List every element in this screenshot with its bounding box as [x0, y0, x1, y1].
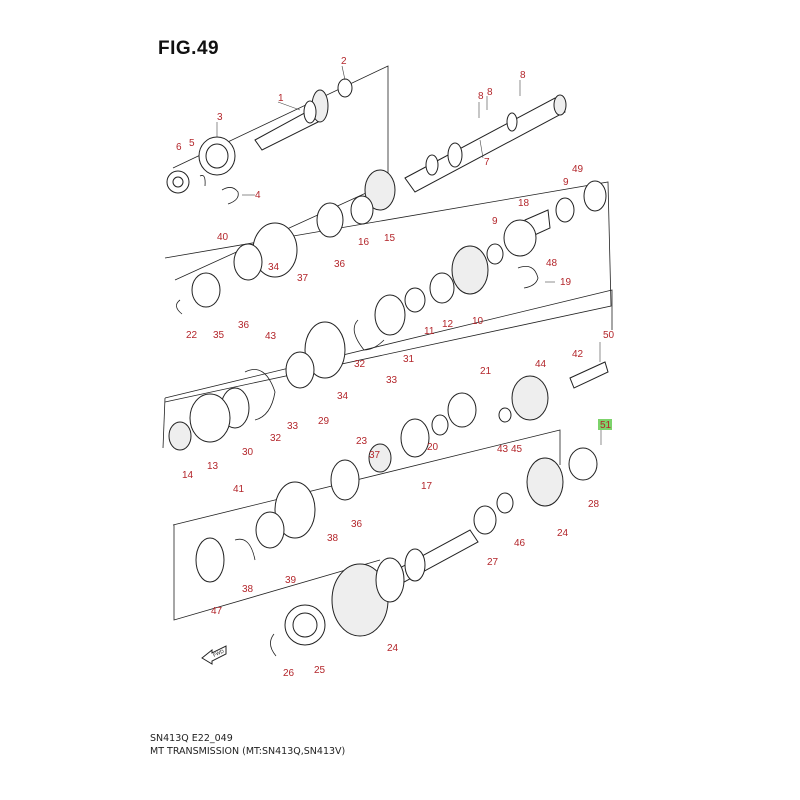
- part-label-36[interactable]: 36: [238, 320, 250, 331]
- part-label-8[interactable]: 8: [487, 87, 493, 98]
- part-label-21[interactable]: 21: [480, 366, 492, 377]
- caption-code: SN413Q E22_049: [150, 733, 233, 744]
- part-label-3[interactable]: 3: [217, 112, 223, 123]
- part-label-20[interactable]: 20: [427, 442, 439, 453]
- part-label-13[interactable]: 13: [207, 461, 219, 472]
- part-label-30[interactable]: 30: [242, 447, 254, 458]
- figure-title: FIG.49: [158, 38, 220, 59]
- part-label-28[interactable]: 28: [588, 499, 600, 510]
- part-label-24[interactable]: 24: [387, 643, 399, 654]
- part-label-41[interactable]: 41: [233, 484, 245, 495]
- fwd-arrow-icon: FWD: [201, 645, 227, 665]
- main-shaft: [404, 94, 567, 193]
- part-label-48[interactable]: 48: [546, 258, 558, 269]
- part-label-12[interactable]: 12: [442, 319, 454, 330]
- part-label-39[interactable]: 39: [285, 575, 297, 586]
- synchro-group-3: [168, 321, 346, 451]
- part-label-5[interactable]: 5: [189, 138, 195, 149]
- part-label-49[interactable]: 49: [572, 164, 584, 175]
- counter-shaft: [270, 529, 479, 657]
- part-label-14[interactable]: 14: [182, 470, 194, 481]
- part-label-44[interactable]: 44: [535, 359, 547, 370]
- part-label-34[interactable]: 34: [337, 391, 349, 402]
- part-label-45[interactable]: 45: [511, 444, 523, 455]
- part-label-33[interactable]: 33: [287, 421, 299, 432]
- part-label-18[interactable]: 18: [518, 198, 530, 209]
- fwd-label: FWD: [212, 648, 225, 658]
- part-label-32[interactable]: 32: [270, 433, 282, 444]
- part-label-38[interactable]: 38: [327, 533, 339, 544]
- part-label-17[interactable]: 17: [421, 481, 433, 492]
- part-label-6[interactable]: 6: [176, 142, 182, 153]
- part-label-26[interactable]: 26: [283, 668, 295, 679]
- part-label-25[interactable]: 25: [314, 665, 326, 676]
- synchro-group-2: [353, 180, 607, 351]
- part-label-42[interactable]: 42: [572, 349, 584, 360]
- part-label-35[interactable]: 35: [213, 330, 225, 341]
- part-label-9[interactable]: 9: [563, 177, 569, 188]
- part-label-29[interactable]: 29: [318, 416, 330, 427]
- part-label-40[interactable]: 40: [217, 232, 229, 243]
- part-label-50[interactable]: 50: [603, 330, 615, 341]
- part-label-27[interactable]: 27: [487, 557, 499, 568]
- part-label-33[interactable]: 33: [386, 375, 398, 386]
- part-label-15[interactable]: 15: [384, 233, 396, 244]
- caption-description: MT TRANSMISSION (MT:SN413Q,SN413V): [150, 746, 346, 757]
- part-label-24[interactable]: 24: [557, 528, 569, 539]
- part-label-51[interactable]: 51: [600, 420, 612, 431]
- reverse-synchro-group: [195, 481, 316, 583]
- part-label-11[interactable]: 11: [424, 326, 435, 337]
- part-label-16[interactable]: 16: [358, 237, 370, 248]
- part-label-2[interactable]: 2: [341, 56, 347, 67]
- part-label-1[interactable]: 1: [278, 93, 284, 104]
- part-label-22[interactable]: 22: [186, 330, 198, 341]
- part-label-31[interactable]: 31: [403, 354, 415, 365]
- part-label-4[interactable]: 4: [255, 190, 261, 201]
- part-label-36[interactable]: 36: [334, 259, 346, 270]
- part-label-46[interactable]: 46: [514, 538, 526, 549]
- part-label-43[interactable]: 43: [497, 444, 509, 455]
- part-label-32[interactable]: 32: [354, 359, 366, 370]
- part-label-10[interactable]: 10: [472, 316, 484, 327]
- part-label-7[interactable]: 7: [484, 157, 490, 168]
- input-shaft-group: [166, 78, 353, 205]
- part-label-47[interactable]: 47: [211, 606, 223, 617]
- leader-lines: [216, 65, 602, 445]
- part-label-8[interactable]: 8: [520, 70, 526, 81]
- part-label-9[interactable]: 9: [492, 216, 498, 227]
- part-label-37[interactable]: 37: [297, 273, 309, 284]
- part-label-36[interactable]: 36: [351, 519, 363, 530]
- part-label-23[interactable]: 23: [356, 436, 368, 447]
- part-label-38[interactable]: 38: [242, 584, 254, 595]
- part-label-19[interactable]: 19: [560, 277, 572, 288]
- part-label-43[interactable]: 43: [265, 331, 277, 342]
- part-label-8[interactable]: 8: [478, 91, 484, 102]
- highlight-box: [598, 419, 612, 430]
- counter-gear-group: [330, 361, 609, 535]
- part-label-34[interactable]: 34: [268, 262, 280, 273]
- part-label-37[interactable]: 37: [369, 450, 381, 461]
- synchro-group-1: [176, 169, 396, 315]
